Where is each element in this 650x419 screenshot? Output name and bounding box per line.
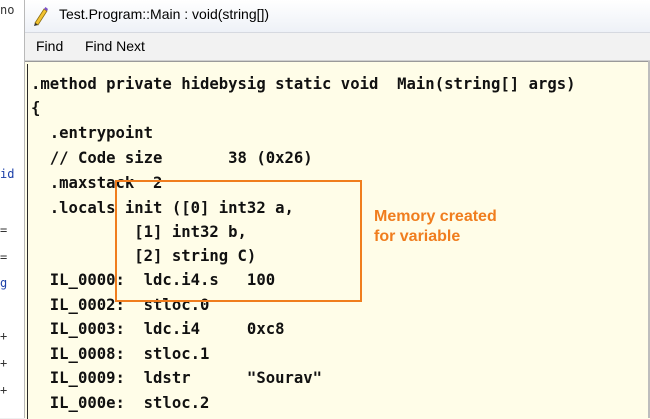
code-line: .locals init ([0] int32 a, (31, 199, 294, 217)
text-caret-edge (27, 64, 28, 419)
menu-bar: Find Find Next (25, 33, 650, 61)
code-line: IL_0000: ldc.i4.s 100 (31, 271, 276, 289)
locals-highlight-box (115, 180, 362, 302)
window-titlebar[interactable]: Test.Program::Main : void(string[]) (25, 0, 650, 33)
code-line: { (31, 99, 41, 117)
strip-text: no (0, 3, 15, 17)
code-line: [2] string C) (31, 247, 257, 265)
window-right-border (648, 61, 650, 418)
strip-text: g (0, 276, 8, 290)
pencil-icon (34, 7, 48, 26)
strip-text: = (0, 223, 8, 237)
strip-text: = (0, 250, 8, 264)
code-line: IL_000e: stloc.2 (31, 394, 210, 412)
menu-find[interactable]: Find (36, 38, 64, 54)
code-line: .entrypoint (31, 124, 154, 142)
code-line: IL_0003: ldc.i4 0xc8 (31, 320, 285, 338)
code-line: [1] int32 b, (31, 223, 247, 241)
strip-text: id (0, 167, 15, 181)
code-line: .maxstack 2 (31, 174, 163, 192)
annotation-line: Memory created (374, 208, 497, 225)
code-line: IL_0008: stloc.1 (31, 345, 210, 363)
strip-text: + (0, 329, 8, 343)
strip-text: + (0, 383, 8, 397)
strip-text: + (0, 356, 8, 370)
annotation-line: for variable (374, 228, 461, 245)
code-line: .method private hidebysig static void Ma… (31, 75, 576, 93)
memory-annotation: Memory created for variable (374, 207, 497, 247)
code-line: // Code size 38 (0x26) (31, 149, 313, 167)
code-line: IL_0009: ldstr "Sourav" (31, 369, 323, 387)
menu-find-next[interactable]: Find Next (85, 38, 145, 54)
window-title: Test.Program::Main : void(string[]) (59, 6, 270, 22)
background-window-strip: no id = = g + + + (0, 0, 25, 418)
il-code-view[interactable]: .method private hidebysig static void Ma… (25, 61, 650, 419)
